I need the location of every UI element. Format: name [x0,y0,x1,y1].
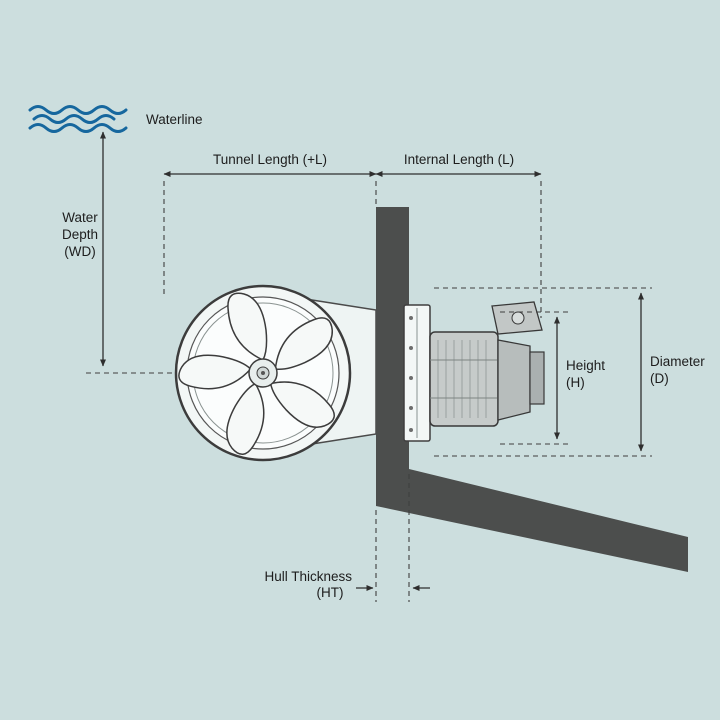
diameter-label-1: Diameter [650,354,705,369]
motor-cooling-fins [437,340,487,418]
internal-length-label: Internal Length (L) [404,152,514,167]
waterline-icon [28,105,128,133]
flange-bolt [409,376,413,380]
dimension-height: Height (H) [500,311,605,445]
dimension-tunnel-length: Tunnel Length (+L) [163,152,377,295]
motor-body [429,331,499,427]
motor-unit [429,301,545,427]
motor-top-fitting [511,311,525,325]
water-depth-label-3: (WD) [64,244,95,259]
dimension-water-depth: Water Depth (WD) [62,131,188,374]
motor-tail-cap [529,351,545,405]
waterline-wave-1 [28,105,128,115]
propeller-hub-center [261,371,265,375]
waterline-wave-2 [32,114,116,124]
diameter-label-2: (D) [650,371,669,386]
flange-bolt [409,316,413,320]
dimension-internal-length: Internal Length (L) [375,152,542,318]
motor-end-housing [497,339,531,421]
flange-bolt [409,346,413,350]
height-label-2: (H) [566,375,585,390]
waterline-wave-3 [28,123,128,133]
hull-thickness-label-2: (HT) [317,585,344,600]
mounting-flange [403,304,431,442]
dimension-hull-thickness: Hull Thickness (HT) [264,474,430,602]
flange-bolt [409,406,413,410]
waterline-label: Waterline [146,112,203,127]
propeller [174,284,352,462]
water-depth-label-1: Water [62,210,98,225]
hull-thickness-label-1: Hull Thickness [264,569,352,584]
tunnel-length-label: Tunnel Length (+L) [213,152,327,167]
water-depth-label-2: Depth [62,227,98,242]
height-label-1: Height [566,358,605,373]
flange-bolt [409,428,413,432]
dimension-diameter: Diameter (D) [434,287,705,457]
hull-angled-plate [376,469,688,572]
